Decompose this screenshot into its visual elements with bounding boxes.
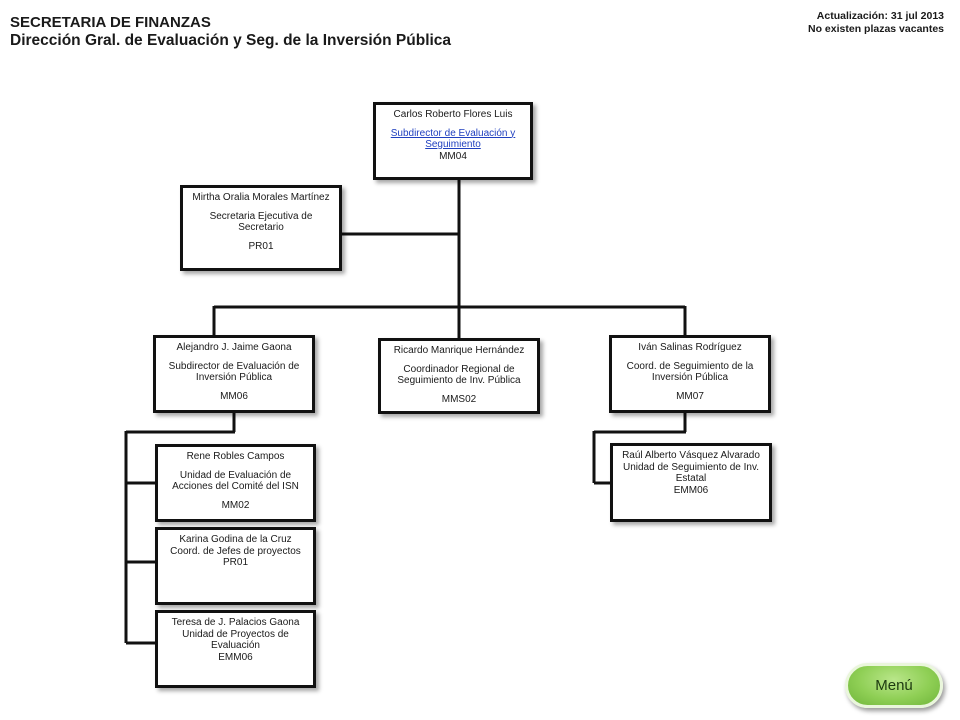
node-title: Coord. de Jefes de proyectos — [170, 545, 301, 557]
node-name: Karina Godina de la Cruz — [179, 534, 292, 545]
node-title: Unidad de Seguimiento de Inv. Estatal — [622, 461, 759, 485]
node-name: Raúl Alberto Vásquez Alvarado — [622, 450, 760, 461]
node-root: Carlos Roberto Flores Luis Subdirector d… — [373, 102, 533, 180]
node-code: MMS02 — [441, 393, 477, 405]
node-title: Secretaria Ejecutiva de Secretario — [209, 210, 313, 234]
organization-name: SECRETARIA DE FINANZAS — [10, 14, 211, 31]
node-name: Mirtha Oralia Morales Martínez — [192, 192, 330, 203]
node-code: MM02 — [221, 499, 250, 511]
node-code: MM04 — [439, 150, 467, 162]
node-assistant: Mirtha Oralia Morales Martínez Secretari… — [180, 185, 342, 271]
node-name: Teresa de J. Palacios Gaona — [171, 617, 300, 628]
node-title: Coordinador Regional de Seguimiento de I… — [397, 363, 521, 387]
node-name: Rene Robles Campos — [186, 451, 285, 462]
node-right-child-1: Raúl Alberto Vásquez Alvarado Unidad de … — [610, 443, 772, 522]
node-left-child-2: Karina Godina de la Cruz Coord. de Jefes… — [155, 527, 316, 605]
node-left: Alejandro J. Jaime Gaona Subdirector de … — [153, 335, 315, 413]
node-name: Alejandro J. Jaime Gaona — [176, 342, 292, 353]
node-name: Ricardo Manrique Hernández — [393, 345, 525, 356]
node-title: Unidad de Evaluación de Acciones del Com… — [172, 469, 299, 493]
node-title: Coord. de Seguimiento de la Inversión Pú… — [626, 360, 754, 384]
node-title: Subdirector de Evaluación de Inversión P… — [168, 360, 300, 384]
node-code: EMM06 — [673, 484, 709, 496]
node-name: Carlos Roberto Flores Luis — [393, 109, 513, 120]
update-info: Actualización: 31 jul 2013 No existen pl… — [808, 10, 944, 36]
node-title: Unidad de Proyectos de Evaluación — [182, 628, 289, 652]
node-code: MM06 — [220, 390, 248, 402]
node-left-child-1: Rene Robles Campos Unidad de Evaluación … — [155, 444, 316, 522]
vacancies-note: No existen plazas vacantes — [808, 23, 944, 35]
department-name: Dirección Gral. de Evaluación y Seg. de … — [10, 32, 452, 49]
node-code: EMM06 — [218, 651, 253, 663]
node-center: Ricardo Manrique Hernández Coordinador R… — [378, 338, 540, 414]
node-code: PR01 — [248, 240, 274, 252]
node-left-child-3: Teresa de J. Palacios Gaona Unidad de Pr… — [155, 610, 316, 688]
node-code: MM07 — [676, 390, 704, 402]
menu-button[interactable]: Menú — [845, 663, 943, 708]
page-header: SECRETARIA DE FINANZAS Dirección Gral. d… — [10, 14, 451, 50]
node-title-link[interactable]: Subdirector de Evaluación y Seguimiento — [390, 127, 516, 151]
update-date: Actualización: 31 jul 2013 — [816, 10, 944, 22]
node-code: PR01 — [222, 557, 248, 568]
node-name: Iván Salinas Rodríguez — [638, 342, 742, 353]
node-right: Iván Salinas Rodríguez Coord. de Seguimi… — [609, 335, 771, 413]
